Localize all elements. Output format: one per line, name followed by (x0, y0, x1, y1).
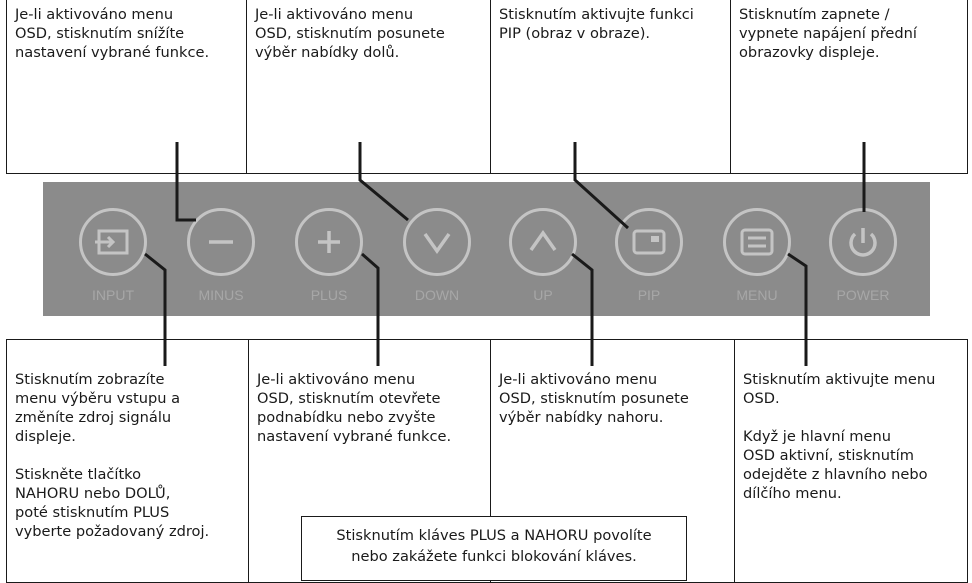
up-label: UP (533, 287, 553, 303)
callout-input: Stisknutím zobrazíte menu výběru vstupu … (6, 339, 250, 583)
plus-label: PLUS (310, 287, 348, 303)
menu-icon (740, 228, 774, 256)
key-lock-note-text: Stisknutím kláves PLUS a NAHORU povolíte… (336, 527, 652, 565)
callout-minus-text: Je-li aktivováno menu OSD, stisknutím sn… (15, 6, 210, 61)
callout-input-text: Stisknutím zobrazíte menu výběru vstupu … (15, 371, 210, 540)
power-icon (849, 228, 877, 257)
down-label: DOWN (414, 287, 460, 303)
chevron-down-icon (423, 232, 451, 255)
callout-down-text: Je-li aktivováno menu OSD, stisknutím po… (255, 6, 445, 61)
callout-down: Je-li aktivováno menu OSD, stisknutím po… (246, 0, 492, 174)
minus-icon (209, 240, 233, 244)
pip-label: PIP (637, 287, 661, 303)
down-button[interactable] (403, 208, 471, 276)
pip-icon (632, 229, 666, 255)
callout-pip: Stisknutím aktivujte funkci PIP (obraz v… (490, 0, 732, 174)
power-button[interactable] (829, 208, 897, 276)
power-label: POWER (836, 287, 890, 303)
callout-power-text: Stisknutím zapnete / vypnete napájení př… (739, 6, 917, 61)
pip-button[interactable] (615, 208, 683, 276)
callout-menu: Stisknutím aktivujte menu OSD. Když je h… (734, 339, 968, 583)
input-button[interactable] (79, 208, 147, 276)
callout-up-text: Je-li aktivováno menu OSD, stisknutím po… (499, 371, 689, 426)
callout-menu-text: Stisknutím aktivujte menu OSD. Když je h… (743, 371, 936, 502)
input-icon (95, 229, 129, 255)
callout-pip-text: Stisknutím aktivujte funkci PIP (obraz v… (499, 6, 694, 42)
callout-power: Stisknutím zapnete / vypnete napájení př… (730, 0, 968, 174)
plus-button[interactable] (295, 208, 363, 276)
menu-button[interactable] (723, 208, 791, 276)
key-lock-note: Stisknutím kláves PLUS a NAHORU povolíte… (301, 516, 687, 581)
minus-label: MINUS (198, 287, 244, 303)
callout-plus-text: Je-li aktivováno menu OSD, stisknutím ot… (257, 371, 452, 445)
chevron-up-icon (529, 229, 557, 252)
plus-icon (318, 231, 340, 253)
menu-label: MENU (736, 287, 778, 303)
input-label: INPUT (92, 287, 134, 303)
minus-button[interactable] (187, 208, 255, 276)
up-button[interactable] (509, 208, 577, 276)
callout-minus: Je-li aktivováno menu OSD, stisknutím sn… (6, 0, 248, 174)
